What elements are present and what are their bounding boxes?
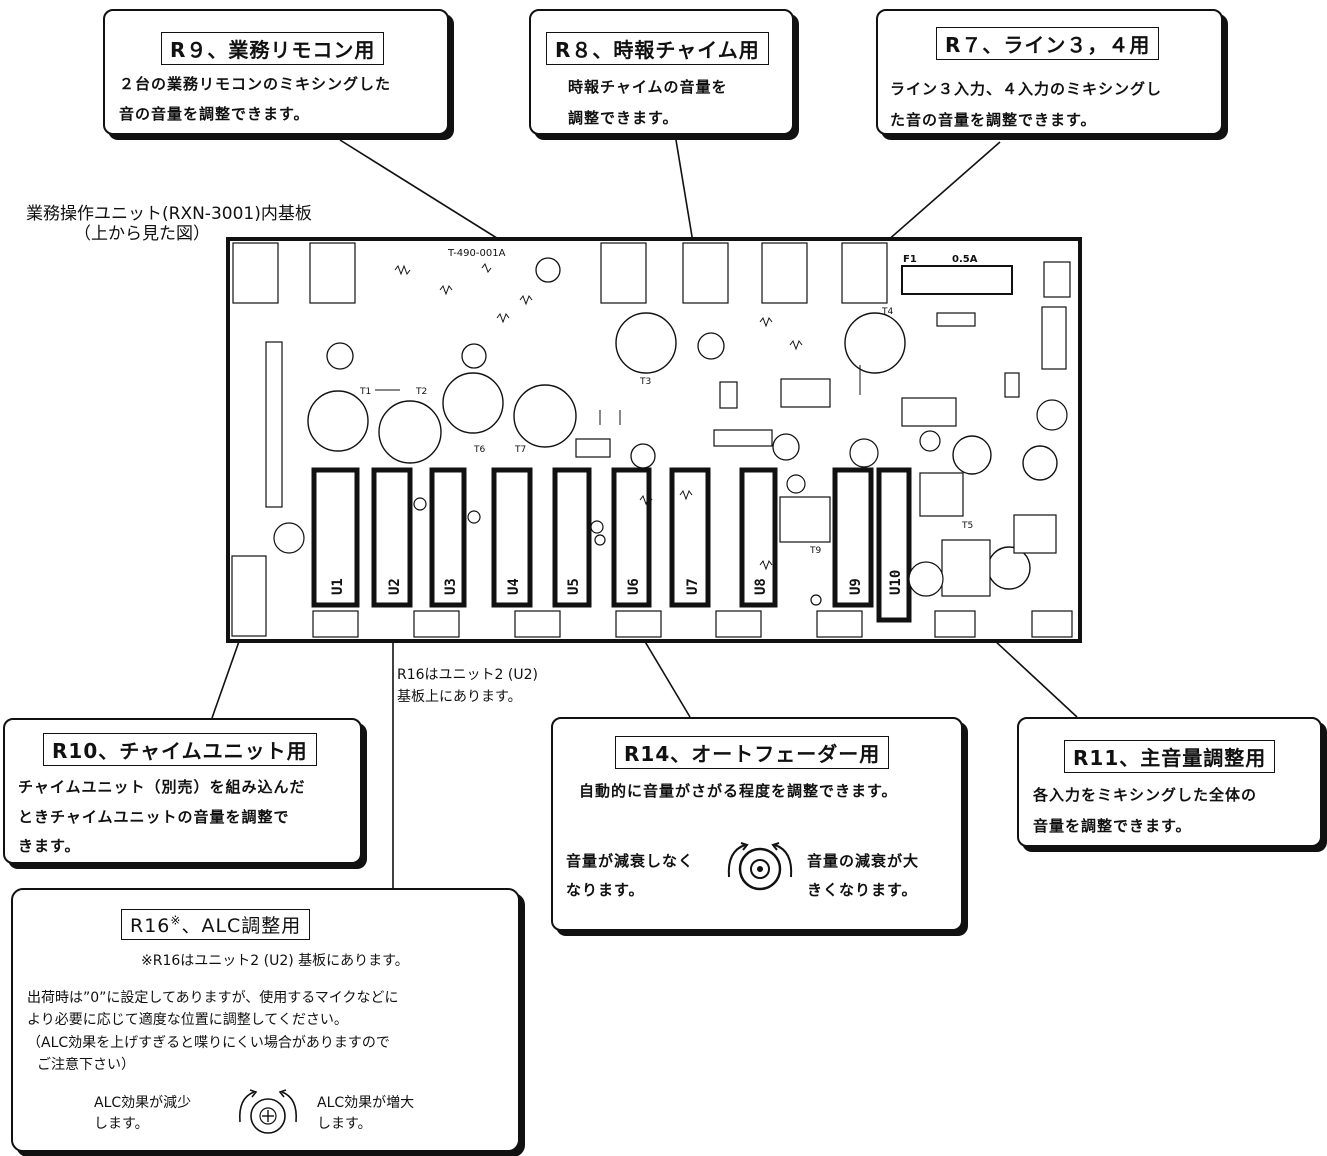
callout-r11: R11、主音量調整用 各入力をミキシングした全体の 音量を調整できます。 — [1017, 717, 1322, 847]
callout-r16-line3: （ALC効果を上げすぎると喋りにくい場合がありますので — [27, 1035, 390, 1051]
callout-r11-line1: 各入力をミキシングした全体の — [1033, 786, 1258, 804]
fuse-holder — [901, 265, 1013, 295]
callout-r8-line1: 時報チャイムの音量を — [568, 78, 728, 96]
r16-location-note-line1: R16はユニット2 (U2) — [397, 667, 538, 683]
callout-r9-line2: 音の音量を調整できます。 — [119, 105, 310, 123]
svg-text:T1: T1 — [359, 387, 371, 397]
potentiometer-icon — [727, 842, 793, 891]
callout-r9: R９、業務リモコン用 ２台の業務リモコンのミキシングした 音の音量を調整できます… — [103, 9, 449, 135]
callout-r16-right1: ALC効果が増大 — [317, 1095, 415, 1111]
callout-r7: R７、ライン３，４用 ライン３入力、４入力のミキシングし た音の音量を調整できま… — [876, 9, 1223, 135]
callout-r7-line2: た音の音量を調整できます。 — [890, 111, 1097, 129]
callout-r16-left1: ALC効果が減少 — [94, 1095, 192, 1111]
unit-label-u6: U6 — [626, 578, 642, 595]
callout-r11-line2: 音量を調整できます。 — [1033, 817, 1192, 835]
callout-r8-line2: 調整できます。 — [568, 109, 679, 127]
unit-label-u7: U7 — [685, 578, 701, 595]
fuse-value: 0.5A — [952, 254, 978, 265]
callout-r10: R10、チャイムユニット用 チャイムユニット（別売）を組み込んだ ときチャイムユ… — [3, 718, 362, 864]
svg-text:T9: T9 — [809, 546, 821, 556]
callout-r10-line2: ときチャイムユニットの音量を調整で — [18, 808, 290, 826]
small-components — [354, 262, 861, 571]
callout-r14: R14、オートフェーダー用 自動的に音量がさがる程度を調整できます。 音量が減衰… — [551, 717, 963, 931]
callout-r14-line1: 自動的に音量がさがる程度を調整できます。 — [579, 782, 898, 800]
callout-r9-title: R９、業務リモコン用 — [161, 32, 385, 65]
callout-r10-line3: きます。 — [18, 837, 81, 855]
unit-label-u8: U8 — [753, 578, 769, 595]
part-number: T-490-001A — [447, 248, 506, 259]
svg-text:T2: T2 — [415, 387, 427, 397]
callout-r16-note: ※R16はユニット2 (U2) 基板にあります。 — [141, 953, 409, 969]
fuse-label: F1 — [903, 254, 917, 265]
callout-r10-line1: チャイムユニット（別売）を組み込んだ — [18, 778, 306, 796]
unit-label-u5: U5 — [566, 578, 582, 595]
callout-r16-title-main: R16 — [130, 915, 171, 937]
callout-r8-title: R８、時報チャイム用 — [546, 32, 769, 65]
callout-r9-line1: ２台の業務リモコンのミキシングした — [119, 75, 392, 93]
bottom-connectors — [231, 555, 1073, 638]
callout-r14-left1: 音量が減衰しなく — [566, 852, 695, 870]
unit-modules — [311, 467, 912, 623]
board-title: 業務操作ユニット(RXN-3001)内基板 — [26, 204, 312, 224]
callout-r7-title: R７、ライン３，４用 — [936, 27, 1160, 60]
callout-r16-title-rest: 、ALC調整用 — [181, 915, 302, 937]
trimmer-pots — [326, 257, 800, 469]
callout-r16-title: R16※、ALC調整用 — [121, 909, 311, 940]
unit-label-u2: U2 — [387, 578, 403, 595]
r16-location-note-line2: 基板上にあります。 — [397, 689, 522, 705]
callout-r8: R８、時報チャイム用 時報チャイムの音量を 調整できます。 — [529, 9, 794, 135]
callout-r16-left2: します。 — [94, 1116, 149, 1132]
svg-text:T7: T7 — [514, 445, 526, 455]
unit-label-u1: U1 — [330, 578, 346, 595]
unit-label-u3: U3 — [443, 578, 459, 595]
unit-label-u9: U9 — [848, 578, 864, 595]
board-subtitle: （上から見た図） — [74, 224, 210, 244]
callout-r16: R16※、ALC調整用 ※R16はユニット2 (U2) 基板にあります。 出荷時… — [11, 888, 520, 1152]
callout-r14-right1: 音量の減衰が大 — [807, 852, 920, 870]
callout-r16-title-mark: ※ — [170, 913, 182, 928]
callout-r14-right2: きくなります。 — [807, 881, 918, 899]
callout-r16-line2: より必要に応じて適度な位置に調整してください。 — [27, 1012, 348, 1028]
callout-r16-right2: します。 — [317, 1116, 372, 1132]
callout-r10-title: R10、チャイムユニット用 — [43, 733, 317, 766]
callout-r14-title: R14、オートフェーダー用 — [615, 736, 890, 769]
svg-text:T4: T4 — [881, 307, 893, 317]
misc-components — [273, 306, 1068, 606]
callout-r16-line1: 出荷時は”0”に設定してありますが、使用するマイクなどに — [27, 990, 399, 1006]
callout-r14-left2: なります。 — [566, 881, 645, 899]
alc-potentiometer-icon — [238, 1089, 298, 1134]
callout-r11-title: R11、主音量調整用 — [1064, 740, 1276, 773]
svg-text:T5: T5 — [961, 521, 973, 531]
unit-label-u10: U10 — [888, 570, 904, 595]
transformers — [307, 312, 1058, 590]
callout-r16-line4: ご注意下さい） — [37, 1057, 135, 1073]
callout-r7-line1: ライン３入力、４入力のミキシングし — [890, 80, 1163, 98]
unit-label-u4: U4 — [506, 578, 522, 595]
svg-text:T3: T3 — [639, 377, 651, 387]
top-connectors — [232, 242, 1071, 304]
svg-text:T6: T6 — [473, 445, 485, 455]
